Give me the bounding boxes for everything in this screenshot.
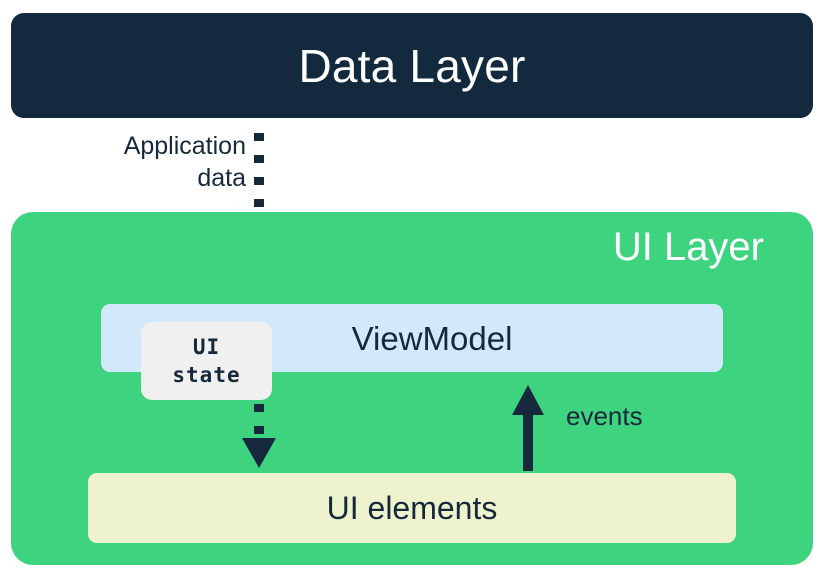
ui-layer-title: UI Layer <box>612 225 764 269</box>
ui-state-line1: UI <box>192 334 221 359</box>
ui-elements-box[interactable]: UI elements <box>88 473 736 543</box>
events-label: events <box>566 401 643 431</box>
dotted-line-segment <box>254 133 264 255</box>
ui-state-chip[interactable]: UI state <box>141 322 272 400</box>
ui-elements-label: UI elements <box>326 490 498 526</box>
arrow-down-icon-ui-state <box>242 438 276 468</box>
application-data-label: Application data <box>60 130 246 194</box>
data-layer-title: Data Layer <box>298 39 526 92</box>
dotted-line-segment <box>254 404 264 438</box>
events-arrow-icon <box>512 385 544 471</box>
ui-state-dotted-line <box>254 404 264 438</box>
data-layer-box[interactable]: Data Layer <box>11 13 813 118</box>
viewmodel-label: ViewModel <box>351 319 513 357</box>
application-data-label-line2: data <box>197 164 246 192</box>
application-data-dotted-line <box>254 133 264 255</box>
arrow-up-icon-events <box>512 385 544 415</box>
ui-state-line2: state <box>172 363 241 387</box>
arrow-shaft <box>523 413 533 471</box>
application-data-label-line1: Application <box>123 132 246 160</box>
